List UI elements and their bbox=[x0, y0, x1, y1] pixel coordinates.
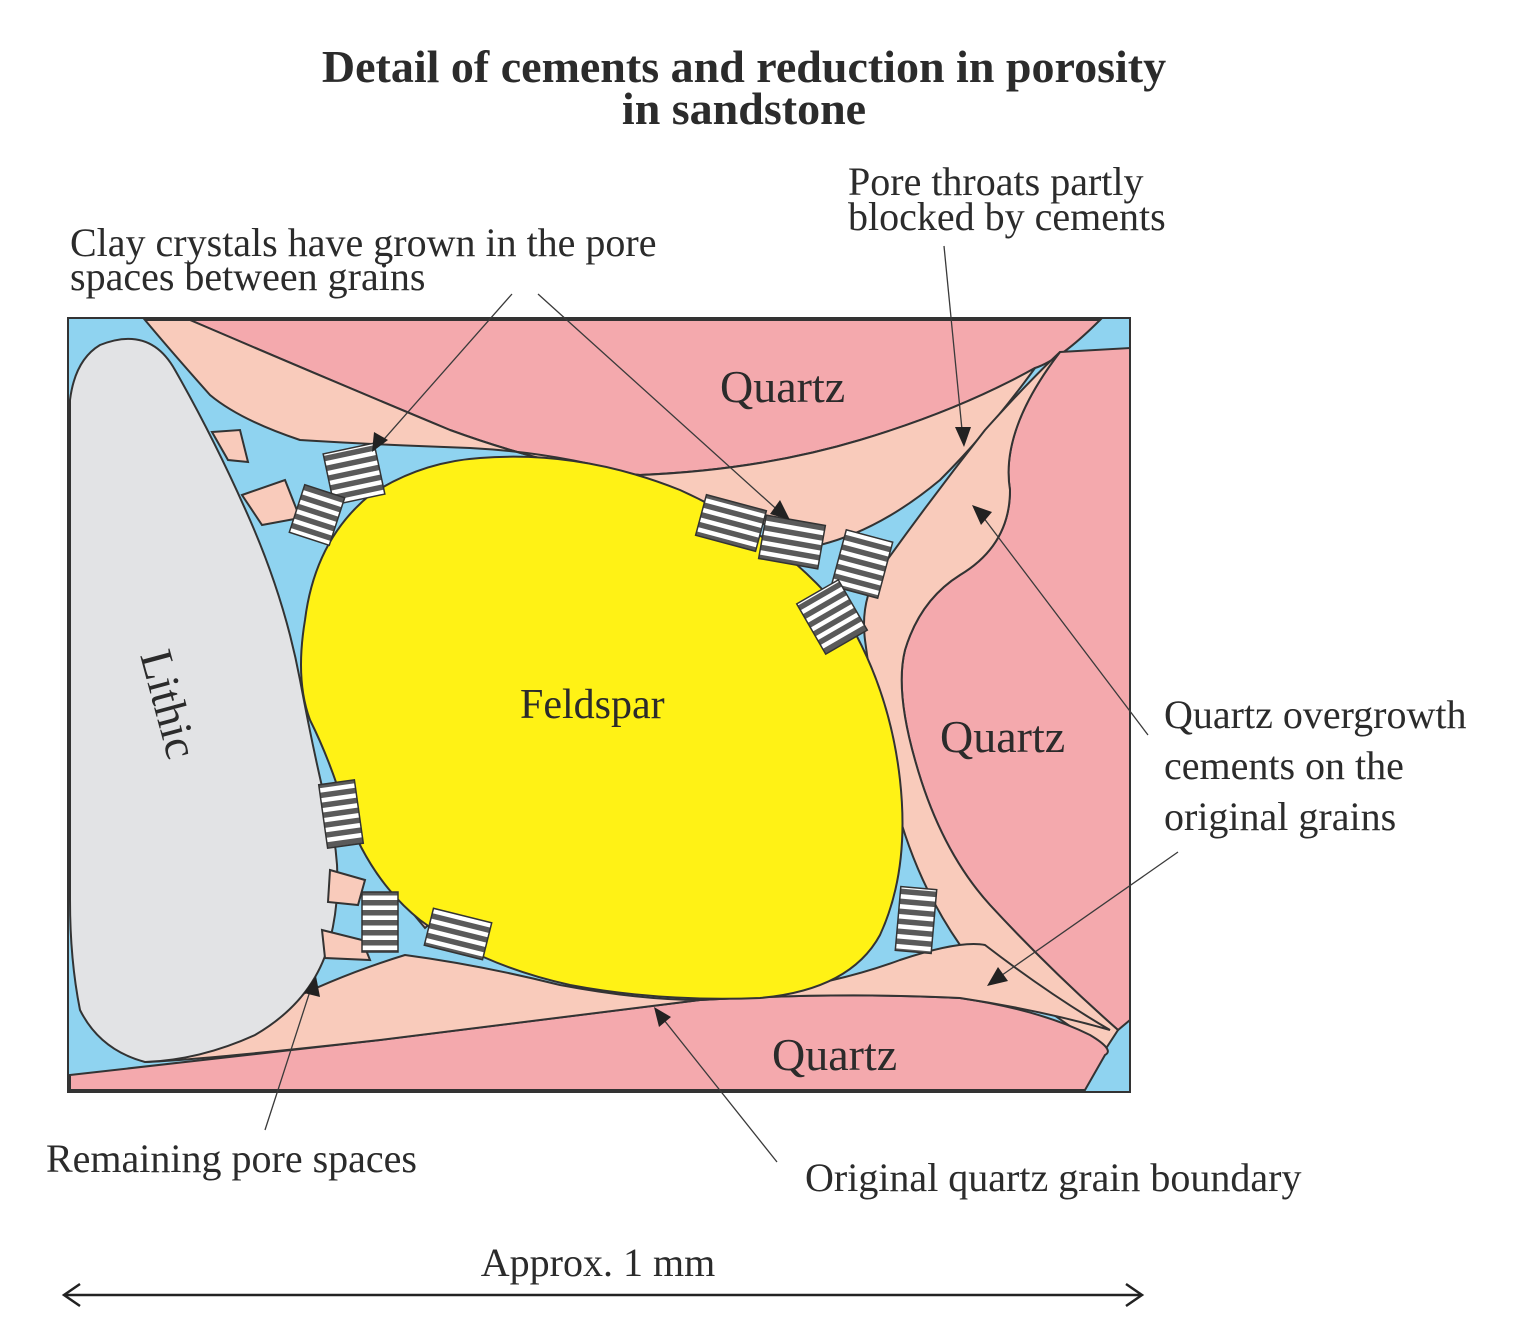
quartz-overgrowth-bottom bbox=[144, 943, 1111, 1063]
leader-lines bbox=[264, 245, 1179, 1163]
quartz-label-right: Quartz bbox=[940, 711, 1065, 762]
pore-throats-annotation-line2: blocked by cements bbox=[848, 194, 1166, 239]
remaining-pores-leader bbox=[264, 984, 313, 1131]
clay-crystal bbox=[894, 885, 938, 955]
diagram-title-line2: in sandstone bbox=[622, 83, 866, 134]
overgrowth-sliver bbox=[210, 428, 250, 464]
overgrowth-leader-upper bbox=[979, 512, 1149, 736]
clay-annotation-line1: Clay crystals have grown in the pore bbox=[70, 220, 657, 265]
diagram-title-line1: Detail of cements and reduction in poros… bbox=[322, 41, 1166, 92]
arrowhead bbox=[987, 967, 1008, 986]
overgrowth-leader-lower bbox=[994, 851, 1179, 981]
clay-crystal bbox=[830, 528, 894, 600]
clay-crystal bbox=[317, 778, 365, 850]
clay-crystal bbox=[795, 578, 869, 656]
arrowhead bbox=[770, 500, 790, 520]
overgrowth-annotation-line2: cements on the bbox=[1164, 743, 1404, 788]
pore-throats-annotation-line1: Pore throats partly bbox=[848, 159, 1144, 204]
clay-crystal bbox=[288, 483, 346, 547]
feldspar-grain bbox=[300, 455, 904, 1000]
quartz-label-bottom: Quartz bbox=[772, 1029, 897, 1080]
scale-label: Approx. 1 mm bbox=[481, 1240, 715, 1285]
scale-arrow-right bbox=[1125, 1282, 1145, 1308]
original-boundary-annotation: Original quartz grain boundary bbox=[805, 1155, 1302, 1200]
clay-crystals bbox=[288, 442, 938, 961]
clay-crystal bbox=[361, 891, 399, 953]
arrowhead bbox=[304, 976, 320, 997]
clay-crystal bbox=[322, 442, 386, 506]
arrowhead bbox=[972, 505, 992, 525]
arrowhead bbox=[372, 432, 388, 452]
clay-annotation-line2: spaces between grains bbox=[70, 254, 425, 299]
original-boundary-leader bbox=[659, 1014, 778, 1163]
arrowhead bbox=[654, 1007, 671, 1027]
thin-section: Quartz Quartz Quartz Feldspar Lithic bbox=[67, 317, 1131, 1093]
remaining-pores-annotation: Remaining pore spaces bbox=[46, 1136, 417, 1181]
scale-bar: Approx. 1 mm bbox=[61, 1240, 1145, 1308]
scale-arrow-left bbox=[61, 1282, 81, 1308]
clay-crystal bbox=[423, 907, 493, 961]
lithic-grain bbox=[69, 337, 339, 1064]
pore-throat-leader bbox=[943, 245, 964, 441]
overgrowth-sliver bbox=[320, 928, 372, 962]
feldspar-label: Feldspar bbox=[520, 682, 665, 728]
overgrowth-annotation-line1: Quartz overgrowth bbox=[1164, 692, 1467, 737]
clay-leader-left bbox=[377, 293, 513, 447]
arrowhead bbox=[955, 427, 971, 447]
overgrowth-annotation-line3: original grains bbox=[1164, 794, 1396, 839]
clay-crystal bbox=[694, 493, 768, 553]
overgrowth-sliver bbox=[326, 868, 367, 907]
clay-crystal bbox=[757, 514, 827, 570]
quartz-label-top: Quartz bbox=[720, 361, 845, 412]
clay-leader-right bbox=[537, 293, 784, 516]
